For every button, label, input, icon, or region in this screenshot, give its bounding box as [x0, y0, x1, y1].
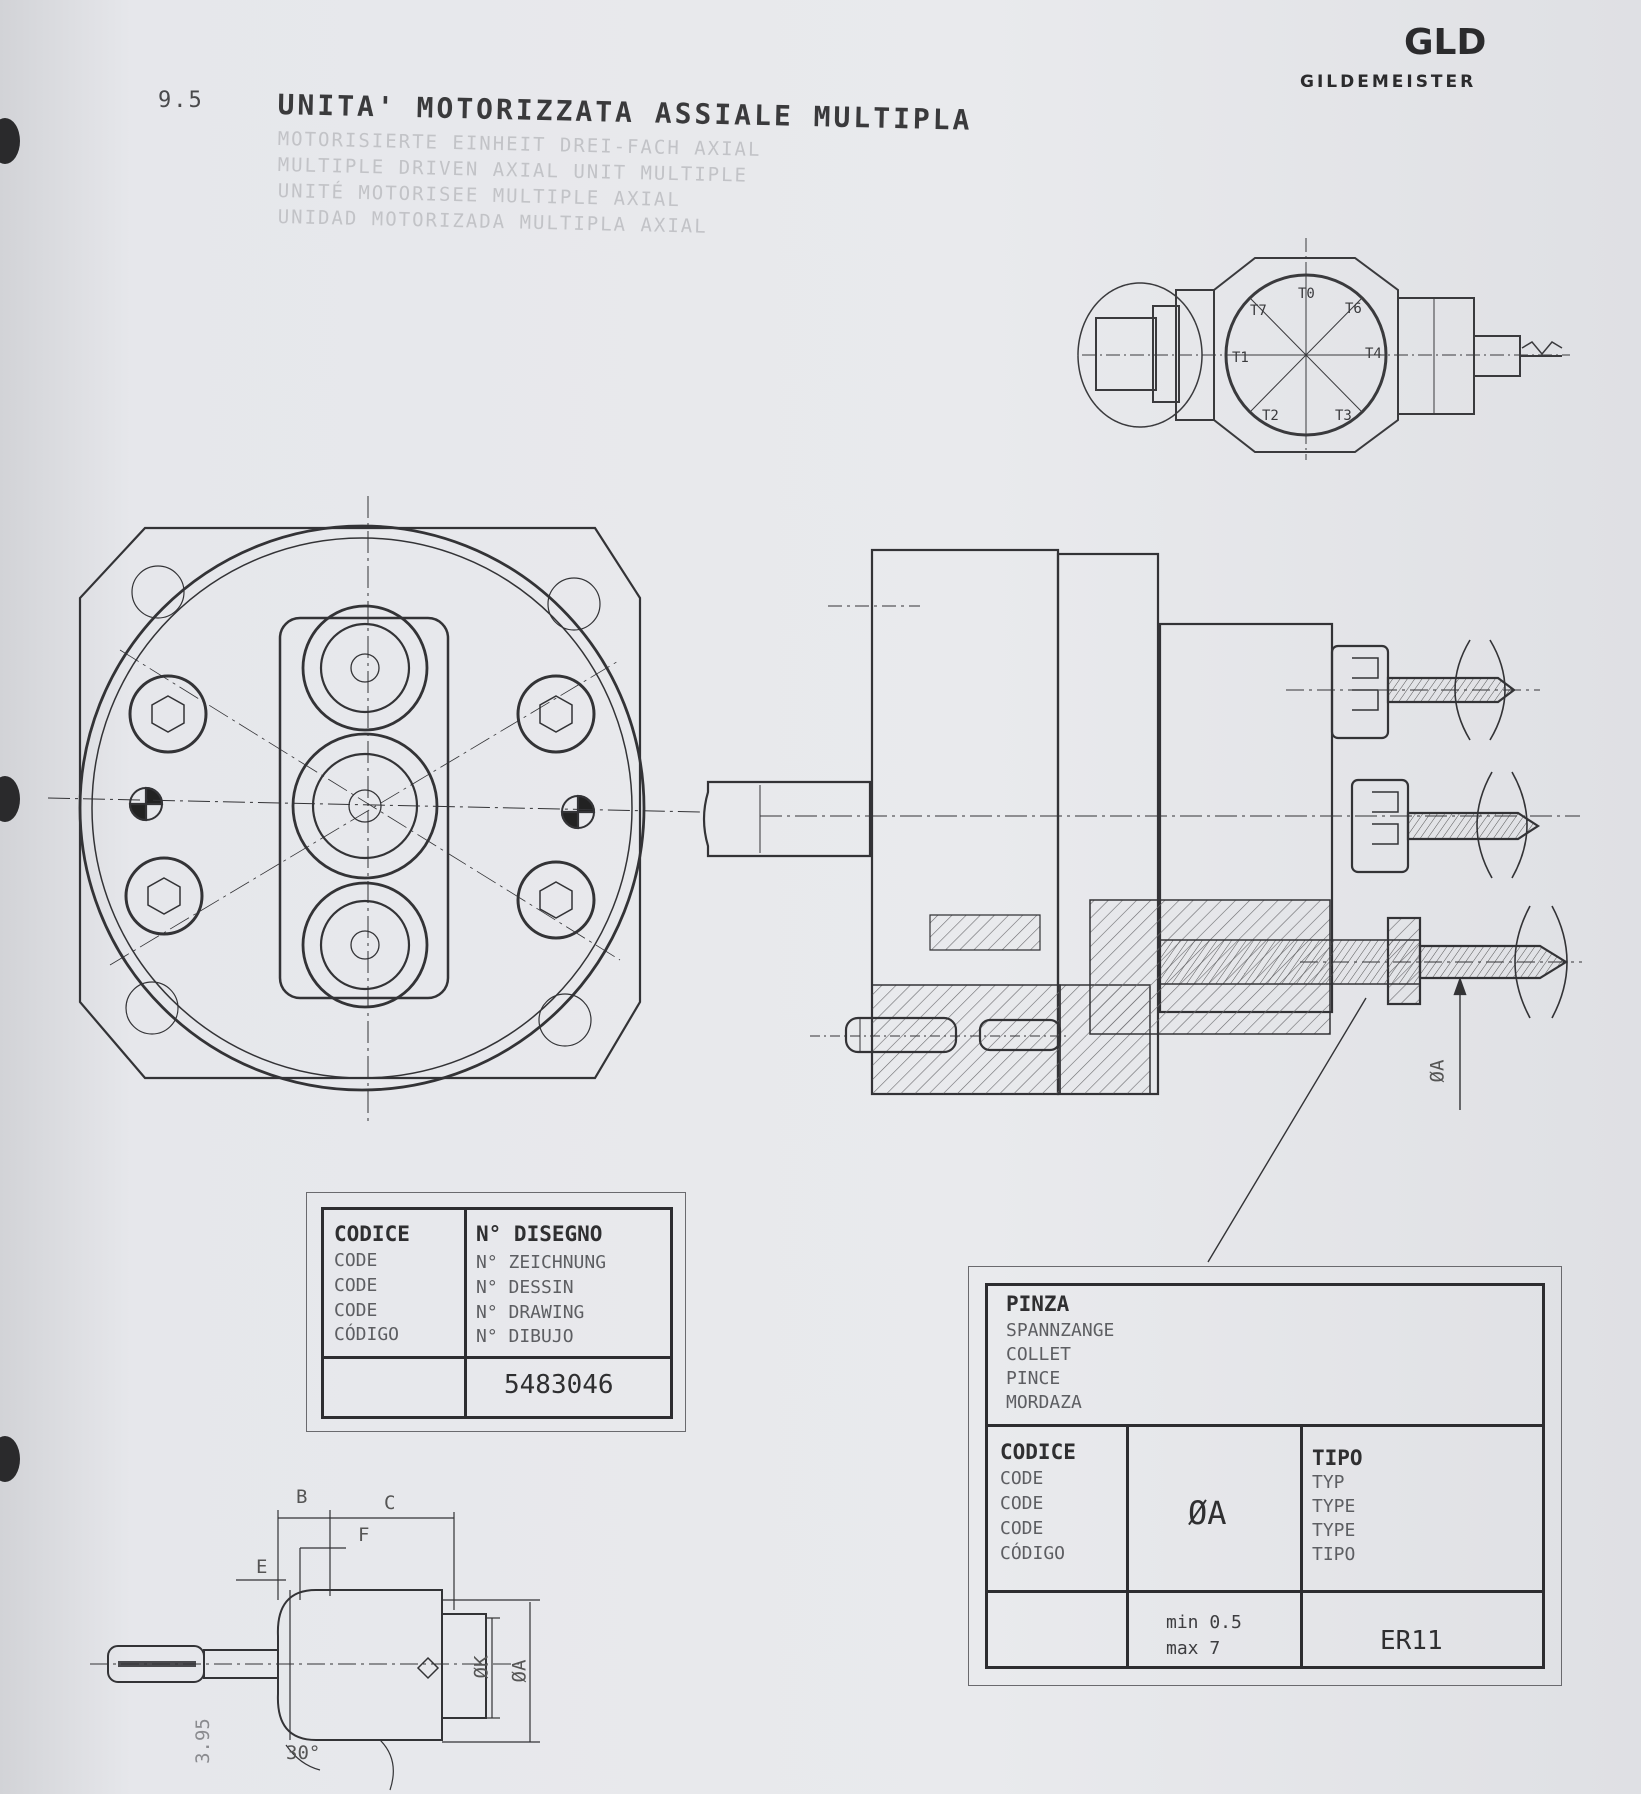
collet-lang-fr: PINCE: [1006, 1368, 1061, 1389]
dimension-a-label: ØA: [508, 1659, 531, 1683]
turret-label-t2: T2: [1262, 408, 1279, 424]
turret-label-t0: T0: [1298, 286, 1315, 302]
drawing-number-lang-en: N° DRAWING: [476, 1302, 585, 1323]
turret-label-t6: T6: [1345, 301, 1362, 317]
collet-type-value: ER11: [1380, 1626, 1443, 1656]
collet-type-lang-fr: TYPE: [1312, 1520, 1356, 1541]
collet-code-lang-es: CÓDIGO: [1000, 1543, 1066, 1564]
collet-lang-en: COLLET: [1006, 1344, 1072, 1365]
dimension-k-label: ØK: [470, 1655, 493, 1679]
turret-label-t1: T1: [1232, 350, 1249, 366]
code-lang-es: CÓDIGO: [334, 1324, 400, 1345]
dimension-c-label: C: [384, 1492, 396, 1514]
side-view: [702, 548, 1582, 1263]
collet-table: [968, 1266, 1562, 1686]
turret-label-t3: T3: [1335, 408, 1352, 424]
code-lang-fr: CODE: [334, 1300, 378, 1321]
turret-label-t7: T7: [1250, 303, 1267, 319]
turret-position-labels: T0 T6 T4 T3 T2 T1 T7: [1232, 286, 1382, 424]
front-view: [47, 496, 701, 1124]
binder-hole-top: [0, 118, 20, 164]
dimension-f-label: F: [358, 1524, 370, 1546]
collet-type-lang-de: TYP: [1312, 1472, 1345, 1493]
code-lang-de: CODE: [334, 1250, 378, 1271]
dimension-e-label: E: [256, 1556, 268, 1578]
binder-hole-bottom: [0, 1436, 20, 1482]
drawing-number-lang-fr: N° DESSIN: [476, 1277, 574, 1298]
side-dimension-label: 3.95: [191, 1718, 214, 1764]
drawing-number-lang-de: N° ZEICHNUNG: [476, 1252, 607, 1273]
binder-hole-middle: [0, 776, 20, 822]
collet-diameter-min: min 0.5: [1166, 1612, 1242, 1633]
chamfer-angle-label: 30°: [286, 1742, 321, 1764]
section-number: 9.5: [158, 88, 204, 113]
drawing-number-table: [306, 1192, 686, 1432]
brand-logo: GLD: [1404, 22, 1487, 63]
drawing-number-lang-es: N° DIBUJO: [476, 1326, 574, 1347]
turret-schematic: [1077, 238, 1570, 460]
collet-diameter-header: ØA: [1188, 1494, 1227, 1532]
collet-header: PINZA: [1006, 1292, 1070, 1316]
drawing-number-header: N° DISEGNO: [476, 1222, 603, 1246]
collet-detail: [90, 1510, 540, 1791]
collet-type-lang-en: TYPE: [1312, 1496, 1356, 1517]
collet-code-lang-fr: CODE: [1000, 1518, 1044, 1539]
collet-type-lang-es: TIPO: [1312, 1544, 1356, 1565]
dimension-b-label: B: [296, 1486, 308, 1508]
collet-code-header: CODICE: [1000, 1440, 1076, 1464]
side-view-diameter-label: ØA: [1426, 1059, 1449, 1083]
code-header: CODICE: [334, 1222, 410, 1246]
collet-lang-es: MORDAZA: [1006, 1392, 1082, 1413]
brand-name: GILDEMEISTER: [1300, 72, 1477, 92]
collet-code-lang-de: CODE: [1000, 1468, 1044, 1489]
collet-code-lang-en: CODE: [1000, 1493, 1044, 1514]
drawing-number-value: 5483046: [504, 1370, 614, 1400]
collet-lang-de: SPANNZANGE: [1006, 1320, 1115, 1341]
turret-label-t4: T4: [1365, 346, 1382, 362]
code-lang-en: CODE: [334, 1275, 378, 1296]
collet-diameter-max: max 7: [1166, 1638, 1221, 1659]
collet-type-header: TIPO: [1312, 1446, 1363, 1470]
